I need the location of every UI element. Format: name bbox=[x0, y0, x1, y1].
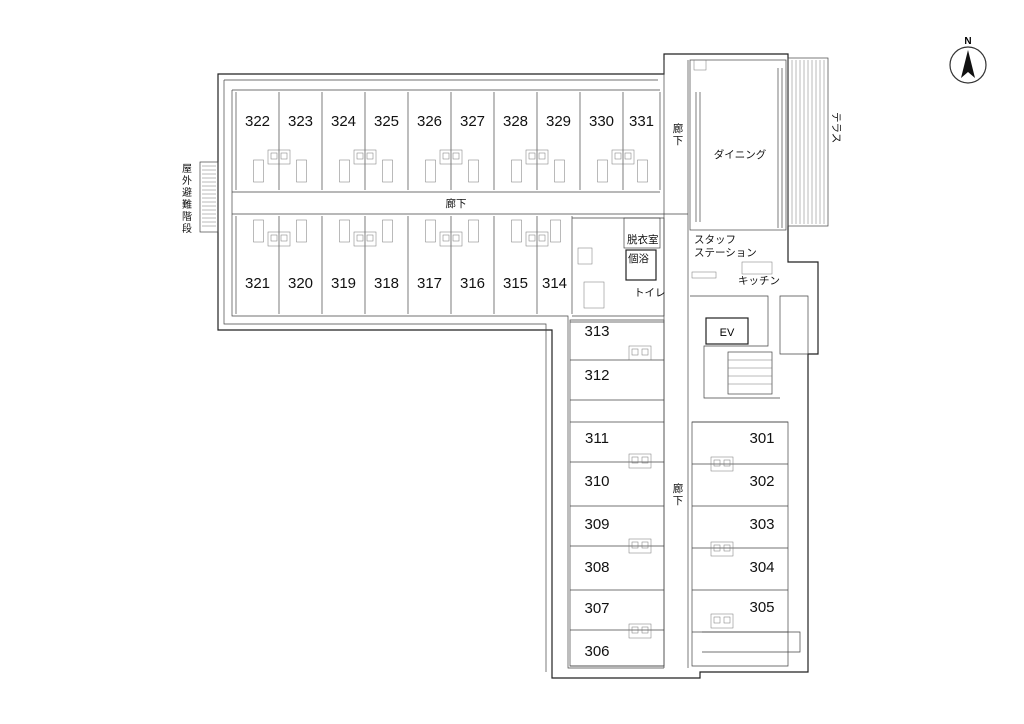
room-labels-west: 313 312 311 310 309 308 307 306 bbox=[584, 323, 609, 660]
stairs-label-char: 外 bbox=[182, 175, 192, 187]
room-number-315: 315 bbox=[503, 275, 528, 292]
room-number-303: 303 bbox=[749, 516, 774, 533]
stairs-label-char: 段 bbox=[182, 222, 192, 235]
changing-room-label: 脱衣室 bbox=[627, 233, 659, 246]
room-number-308: 308 bbox=[584, 559, 609, 576]
room-number-302: 302 bbox=[749, 473, 774, 490]
stairs-label-char: 屋 bbox=[182, 163, 192, 175]
terrace-label: テラス bbox=[830, 112, 842, 143]
room-number-304: 304 bbox=[749, 559, 774, 576]
room-labels-east: 301 302 303 304 305 bbox=[749, 430, 774, 616]
corridor-horizontal-label: 廊下 bbox=[446, 197, 467, 210]
outdoor-stairs bbox=[199, 161, 219, 233]
elevator-label: EV bbox=[720, 327, 735, 339]
room-number-324: 324 bbox=[331, 113, 356, 130]
room-number-321: 321 bbox=[245, 275, 270, 292]
elevator-box bbox=[705, 317, 749, 345]
room-number-310: 310 bbox=[584, 473, 609, 490]
north-compass-icon: N bbox=[949, 36, 987, 84]
staff-station-label-line1: スタッフ bbox=[694, 234, 736, 246]
room-number-307: 307 bbox=[584, 600, 609, 617]
private-bath-label: 個浴 bbox=[628, 252, 649, 265]
room-number-330: 330 bbox=[589, 113, 614, 130]
room-labels-south: 321 320 319 318 317 316 315 314 bbox=[245, 275, 567, 292]
room-partitions bbox=[235, 92, 788, 667]
room-number-316: 316 bbox=[460, 275, 485, 292]
room-number-323: 323 bbox=[288, 113, 313, 130]
stairs-label-char: 避 bbox=[182, 186, 192, 199]
bath-area bbox=[572, 217, 665, 317]
service-core bbox=[690, 261, 809, 399]
room-number-312: 312 bbox=[584, 367, 609, 384]
room-number-326: 326 bbox=[417, 113, 442, 130]
staff-station-label-line2: ステーション bbox=[694, 247, 757, 259]
room-number-313: 313 bbox=[584, 323, 609, 340]
room-number-319: 319 bbox=[331, 275, 356, 292]
room-number-314: 314 bbox=[542, 275, 567, 292]
dining-label: ダイニング bbox=[714, 148, 767, 161]
room-number-306: 306 bbox=[584, 643, 609, 660]
room-number-328: 328 bbox=[503, 113, 528, 130]
room-number-325: 325 bbox=[374, 113, 399, 130]
dining-area bbox=[689, 59, 787, 231]
toilet-label: トイレ bbox=[634, 287, 666, 299]
room-number-331: 331 bbox=[629, 113, 654, 130]
compass-north-label: N bbox=[964, 36, 971, 47]
room-number-311: 311 bbox=[585, 430, 609, 447]
room-number-320: 320 bbox=[288, 275, 313, 292]
room-number-322: 322 bbox=[245, 113, 270, 130]
room-number-317: 317 bbox=[417, 275, 442, 292]
room-number-318: 318 bbox=[374, 275, 399, 292]
room-labels-north: 322 323 324 325 326 327 328 329 330 331 bbox=[245, 113, 654, 130]
room-number-301: 301 bbox=[749, 430, 774, 447]
corridor-vertical-top-label: 廊下 bbox=[673, 122, 684, 147]
kitchen-label: キッチン bbox=[738, 275, 780, 287]
room-number-309: 309 bbox=[584, 516, 609, 533]
room-number-327: 327 bbox=[460, 113, 485, 130]
stairs-label-char: 難 bbox=[182, 198, 192, 211]
corridor-vertical-bottom-label: 廊下 bbox=[673, 482, 684, 507]
room-number-305: 305 bbox=[749, 599, 774, 616]
room-number-329: 329 bbox=[546, 113, 571, 130]
terrace bbox=[787, 57, 829, 227]
stairs-label-char: 階 bbox=[182, 211, 192, 223]
room-furniture bbox=[253, 149, 734, 639]
